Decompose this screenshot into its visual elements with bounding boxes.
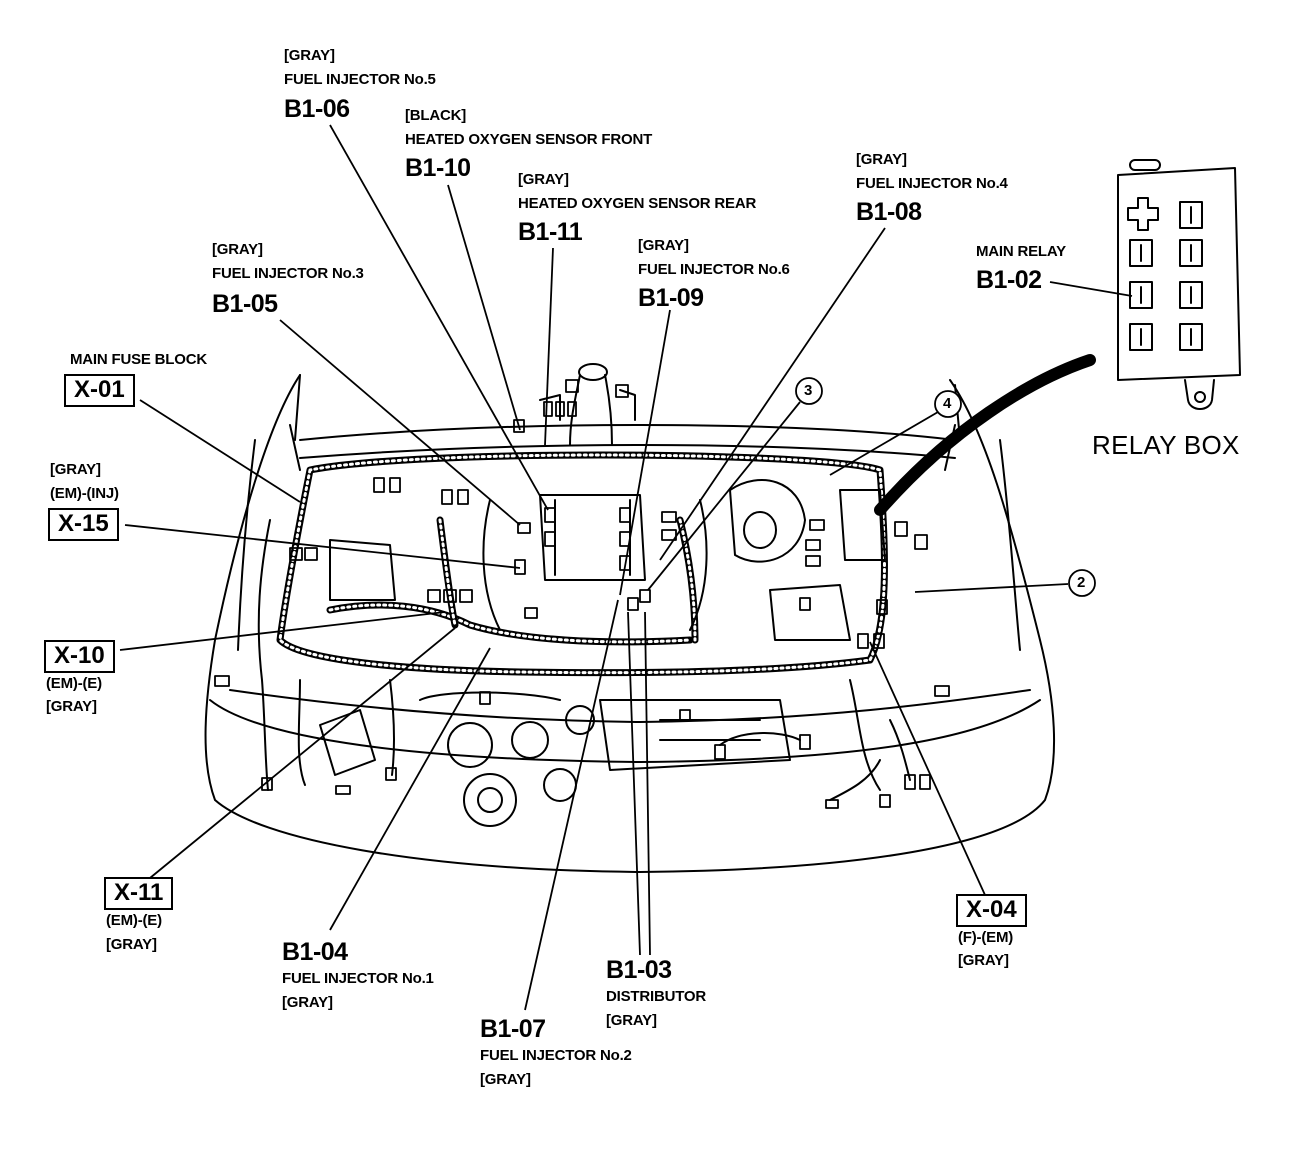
callout-2-circle xyxy=(1068,569,1096,597)
b1-03-name: DISTRIBUTOR xyxy=(606,988,707,1005)
b1-08-code: B1-08 xyxy=(856,198,922,226)
b1-05-color: [GRAY] xyxy=(212,241,263,258)
intake-plenum xyxy=(539,494,646,581)
b1-07-name: FUEL INJECTOR No.2 xyxy=(480,1047,632,1064)
b1-06-color: [GRAY] xyxy=(284,47,335,64)
connector-cluster xyxy=(214,379,950,809)
x-15-code: X-15 xyxy=(48,508,119,542)
b1-05-name: FUEL INJECTOR No.3 xyxy=(212,265,364,282)
b1-04-name: FUEL INJECTOR No.1 xyxy=(282,970,434,987)
callout-2: 2 xyxy=(1077,574,1086,591)
leader-b1-07 xyxy=(524,599,619,1011)
b1-10-code: B1-10 xyxy=(405,154,471,182)
b1-08-color: [GRAY] xyxy=(856,151,907,168)
leader-callout-3 xyxy=(647,401,801,591)
relay-box-label: RELAY BOX xyxy=(1092,430,1240,460)
b1-09-name: FUEL INJECTOR No.6 xyxy=(638,261,790,278)
x-11-type: (EM)-(E) xyxy=(106,912,162,929)
callout-4-circle xyxy=(934,390,962,418)
leader-x-04 xyxy=(869,641,986,896)
callout-3: 3 xyxy=(804,382,813,399)
leader-b1-11 xyxy=(544,247,554,446)
b1-09-color: [GRAY] xyxy=(638,237,689,254)
x-15-color: [GRAY] xyxy=(50,461,101,478)
relay-box-drawing xyxy=(1117,159,1241,410)
leader-b1-05 xyxy=(279,319,521,526)
x-10-code: X-10 xyxy=(44,640,115,674)
callout-4: 4 xyxy=(943,395,952,412)
x-01-code: X-01 xyxy=(64,374,135,408)
x-15-type: (EM)-(INJ) xyxy=(50,485,119,502)
x-01-name: MAIN FUSE BLOCK xyxy=(70,351,207,368)
x-10-type: (EM)-(E) xyxy=(46,675,102,692)
air-filter xyxy=(729,479,806,563)
b1-06-name: FUEL INJECTOR No.5 xyxy=(284,71,436,88)
x-11-code: X-11 xyxy=(104,877,174,911)
b1-03-color: [GRAY] xyxy=(606,1012,657,1029)
b1-10-name: HEATED OXYGEN SENSOR FRONT xyxy=(405,131,653,148)
callout-3-circle xyxy=(795,377,823,405)
leader-callout-2 xyxy=(914,583,1069,593)
leader-lines xyxy=(119,124,1133,1011)
b1-04-color: [GRAY] xyxy=(282,994,333,1011)
leader-callout-4 xyxy=(829,411,939,476)
pulley-1 xyxy=(447,722,493,768)
x-11-color: [GRAY] xyxy=(106,936,157,953)
b1-08-name: FUEL INJECTOR No.4 xyxy=(856,175,1008,192)
relay-harness xyxy=(874,354,1096,516)
b1-07-color: [GRAY] xyxy=(480,1071,531,1088)
b1-07-code: B1-07 xyxy=(480,1015,546,1043)
leader-b1-10 xyxy=(447,184,521,431)
leader-x-01 xyxy=(139,399,301,503)
body-outline xyxy=(204,374,1056,873)
leader-b1-03 xyxy=(627,611,651,956)
leader-b1-09 xyxy=(619,309,671,596)
leader-x-15 xyxy=(124,524,521,569)
battery xyxy=(319,709,376,776)
x-10-color: [GRAY] xyxy=(46,698,97,715)
b1-05-code: B1-05 xyxy=(212,290,278,318)
b1-10-color: [BLACK] xyxy=(405,107,467,124)
leader-x-10 xyxy=(119,611,446,651)
b1-04-code: B1-04 xyxy=(282,938,348,966)
leader-b1-02 xyxy=(1049,281,1133,297)
b1-11-color: [GRAY] xyxy=(518,171,569,188)
b1-11-code: B1-11 xyxy=(518,218,583,246)
pulley-2 xyxy=(463,773,517,827)
leader-b1-06 xyxy=(329,124,549,511)
b1-11-name: HEATED OXYGEN SENSOR REAR xyxy=(518,195,757,212)
leader-b1-08 xyxy=(659,227,886,561)
body-inner-outline xyxy=(229,689,1031,723)
b1-02-name: MAIN RELAY xyxy=(976,243,1066,260)
b1-06-code: B1-06 xyxy=(284,95,350,123)
leader-x-11 xyxy=(149,627,456,879)
b1-02-code: B1-02 xyxy=(976,266,1042,294)
b1-09-code: B1-09 xyxy=(638,284,704,312)
x-04-type: (F)-(EM) xyxy=(958,929,1014,946)
x-04-code: X-04 xyxy=(956,894,1027,928)
cowl xyxy=(299,424,956,441)
x-04-color: [GRAY] xyxy=(958,952,1009,969)
leader-b1-04 xyxy=(329,647,491,931)
b1-03-code: B1-03 xyxy=(606,956,672,984)
